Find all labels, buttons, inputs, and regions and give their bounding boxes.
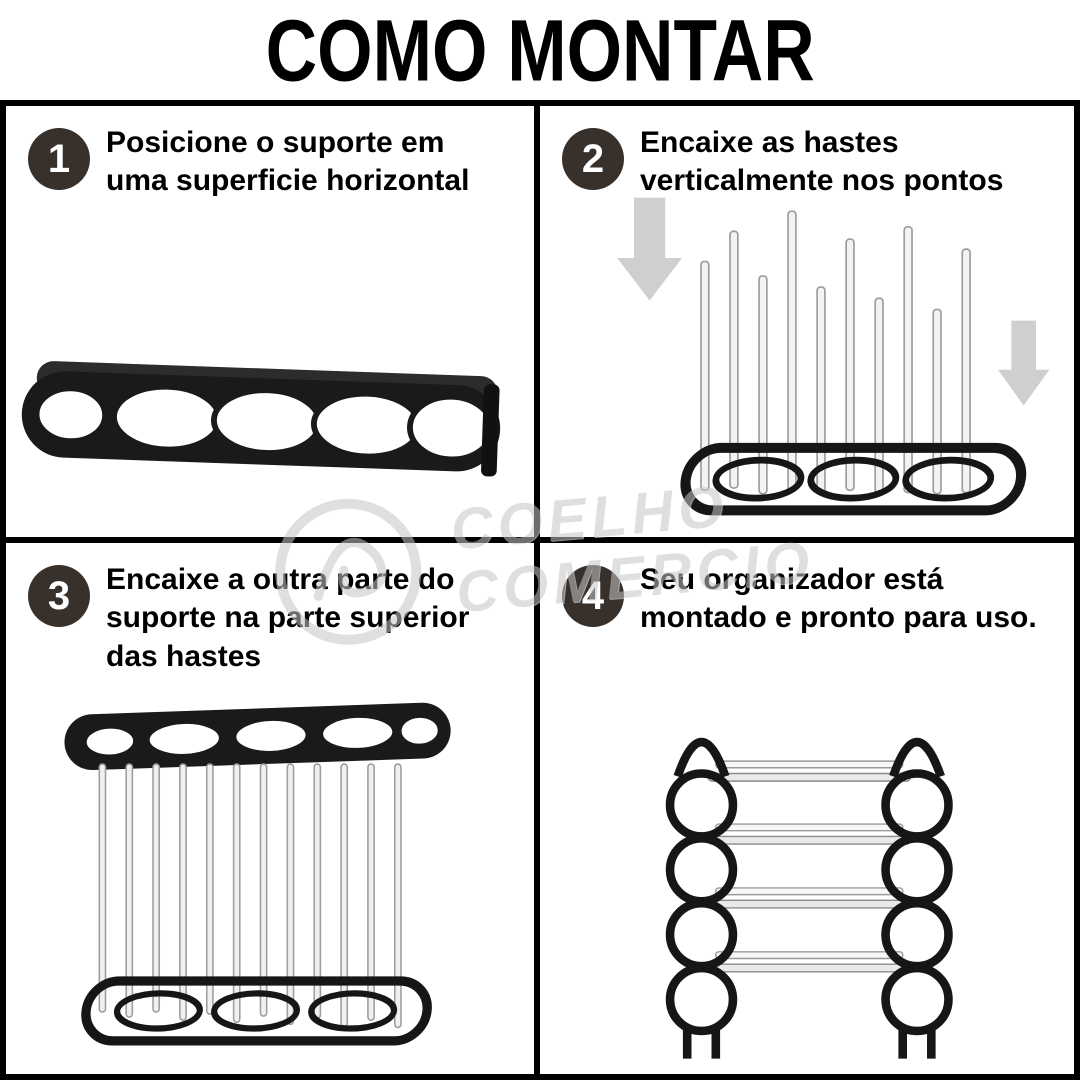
step-2-header: 2 Encaixe as hastes verticalmente nos po… [540, 106, 1074, 201]
top-frame-illustration [27, 669, 502, 1074]
rods-insertion-illustration [567, 133, 1058, 535]
step-number: 1 [47, 136, 71, 181]
step-number-badge: 2 [562, 128, 624, 190]
shelf-tubes [707, 760, 912, 973]
step-text: Posicione o suporte em uma superficie ho… [106, 126, 470, 198]
step-number-badge: 3 [28, 565, 90, 627]
base-frame [81, 976, 432, 1046]
step-text: Seu organizador está montado e pronto pa… [640, 563, 1037, 635]
title-bar: COMO MONTAR [0, 0, 1080, 100]
step-panel-1: 1 Posicione o suporte em uma superficie … [6, 106, 540, 543]
down-arrow-icon [616, 197, 682, 301]
top-frame [64, 702, 451, 771]
top-frame-drawing [64, 702, 451, 1046]
step-panel-2: 2 Encaixe as hastes verticalmente nos po… [540, 106, 1074, 543]
step-1-header: 1 Posicione o suporte em uma superficie … [6, 106, 534, 201]
vertical-rods [98, 763, 402, 1029]
base-frame-drawing [21, 361, 501, 477]
step-panel-3: 3 Encaixe a outra parte do suporte na pa… [6, 543, 540, 1074]
step-number: 4 [581, 573, 605, 618]
page-title: COMO MONTAR [265, 1, 815, 99]
steps-grid: 1 Posicione o suporte em uma superficie … [0, 100, 1080, 1080]
down-arrow-icon [997, 320, 1050, 406]
rods-insertion-drawing [616, 197, 1050, 516]
step-text: Encaixe a outra parte do suporte na part… [106, 563, 470, 673]
base-frame-illustration [10, 296, 520, 507]
vertical-rods [699, 210, 971, 495]
step-4-header: 4 Seu organizador está montado e pronto … [540, 543, 1074, 638]
assembled-organizer-illustration [609, 681, 1010, 1066]
step-3-header: 3 Encaixe a outra parte do suporte na pa… [6, 543, 534, 676]
side-panels [666, 737, 954, 1059]
step-text: Encaixe as hastes verticalmente nos pont… [640, 126, 1004, 198]
base-frame [680, 442, 1026, 516]
step-number-badge: 1 [28, 128, 90, 190]
step-number-badge: 4 [562, 565, 624, 627]
step-number: 3 [47, 573, 71, 618]
step-number: 2 [581, 136, 605, 181]
assembled-organizer-drawing [666, 737, 954, 1059]
step-panel-4: 4 Seu organizador está montado e pronto … [540, 543, 1074, 1074]
